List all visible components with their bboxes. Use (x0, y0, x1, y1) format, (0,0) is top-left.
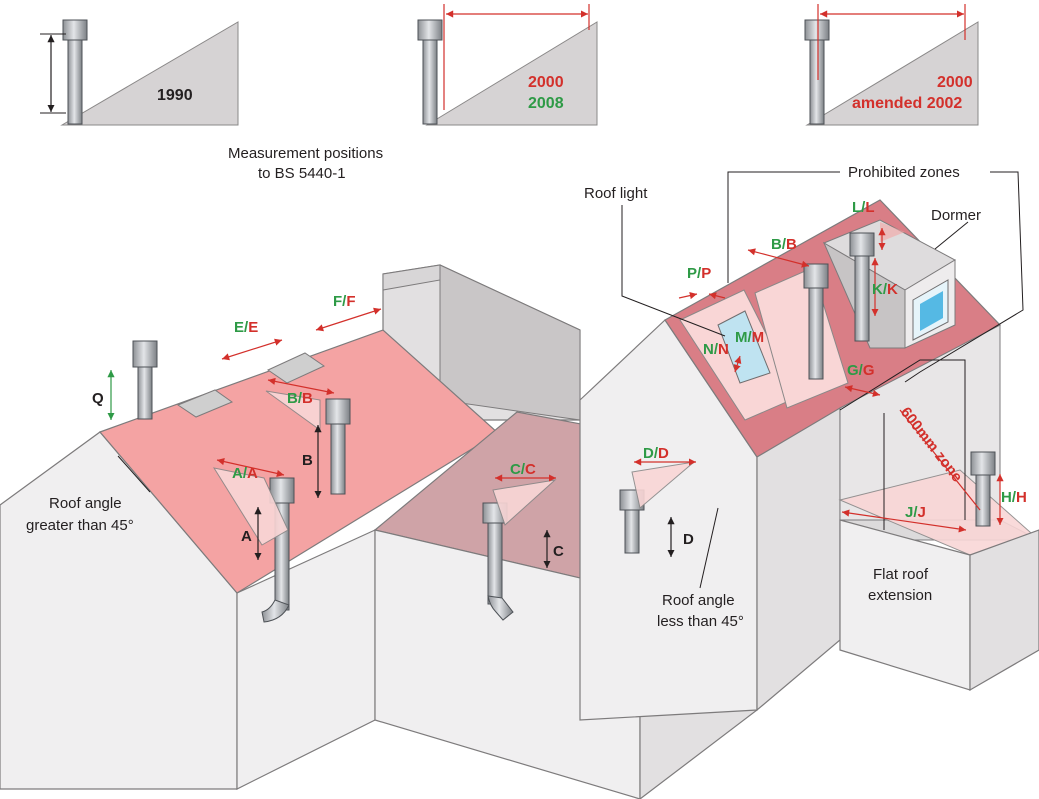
dim-nn: N/N (703, 341, 729, 358)
dim-bb-steep: B/B (287, 390, 313, 407)
panel-2000-amended-2002: 2000 amended 2002 (804, 4, 979, 126)
right-house (579, 199, 1001, 721)
label-roof-angle-lt45-1: Roof angle (662, 592, 735, 609)
dim-aa: A/A (232, 465, 258, 482)
dim-d: D (683, 531, 694, 548)
dim-ff: F/F (333, 293, 356, 310)
flue-terminal-kk (849, 232, 875, 342)
year-2000-b: 2000 (937, 74, 973, 91)
dim-kk: K/K (872, 281, 898, 298)
dim-dd: D/D (643, 445, 669, 462)
caption-measurement-positions: Measurement positions (228, 145, 383, 162)
label-roof-angle-gt45-1: Roof angle (49, 495, 122, 512)
dim-jj: J/J (905, 504, 926, 521)
dim-mm: M/M (735, 329, 764, 346)
label-flat-roof-1: Flat roof (873, 566, 929, 583)
flue-terminal-q (132, 340, 158, 420)
flue-terminal-c (482, 502, 514, 621)
year-2000: 2000 (528, 74, 564, 91)
dim-pp: P/P (687, 265, 711, 282)
dim-cc: C/C (510, 461, 536, 478)
label-roof-angle-gt45-2: greater than 45° (26, 517, 134, 534)
flue-terminal-bb-right (803, 263, 829, 380)
year-2008: 2008 (528, 95, 564, 112)
caption-bs-5440: to BS 5440-1 (258, 165, 346, 182)
dim-c: C (553, 543, 564, 560)
left-house (0, 329, 500, 790)
dim-ee: E/E (234, 319, 258, 336)
flue-terminal-hh (970, 451, 996, 527)
dim-gg: G/G (847, 362, 875, 379)
year-1990: 1990 (157, 87, 193, 104)
dim-q: Q (92, 390, 104, 407)
dim-a: A (241, 528, 252, 545)
panel-2000-2008: 2000 2008 (417, 4, 598, 126)
label-dormer: Dormer (931, 207, 981, 224)
dim-hh: H/H (1001, 489, 1027, 506)
dim-ll: L/L (852, 199, 875, 216)
label-roof-light: Roof light (584, 185, 648, 202)
panel-1990: 1990 (40, 19, 239, 126)
label-flat-roof-2: extension (868, 587, 932, 604)
dim-bb-right: B/B (771, 236, 797, 253)
label-roof-angle-lt45-2: less than 45° (657, 613, 744, 630)
year-amended-2002: amended 2002 (852, 95, 962, 112)
dim-b: B (302, 452, 313, 469)
flue-terminal-b-steep (325, 398, 351, 495)
label-prohibited-zones: Prohibited zones (848, 164, 960, 181)
